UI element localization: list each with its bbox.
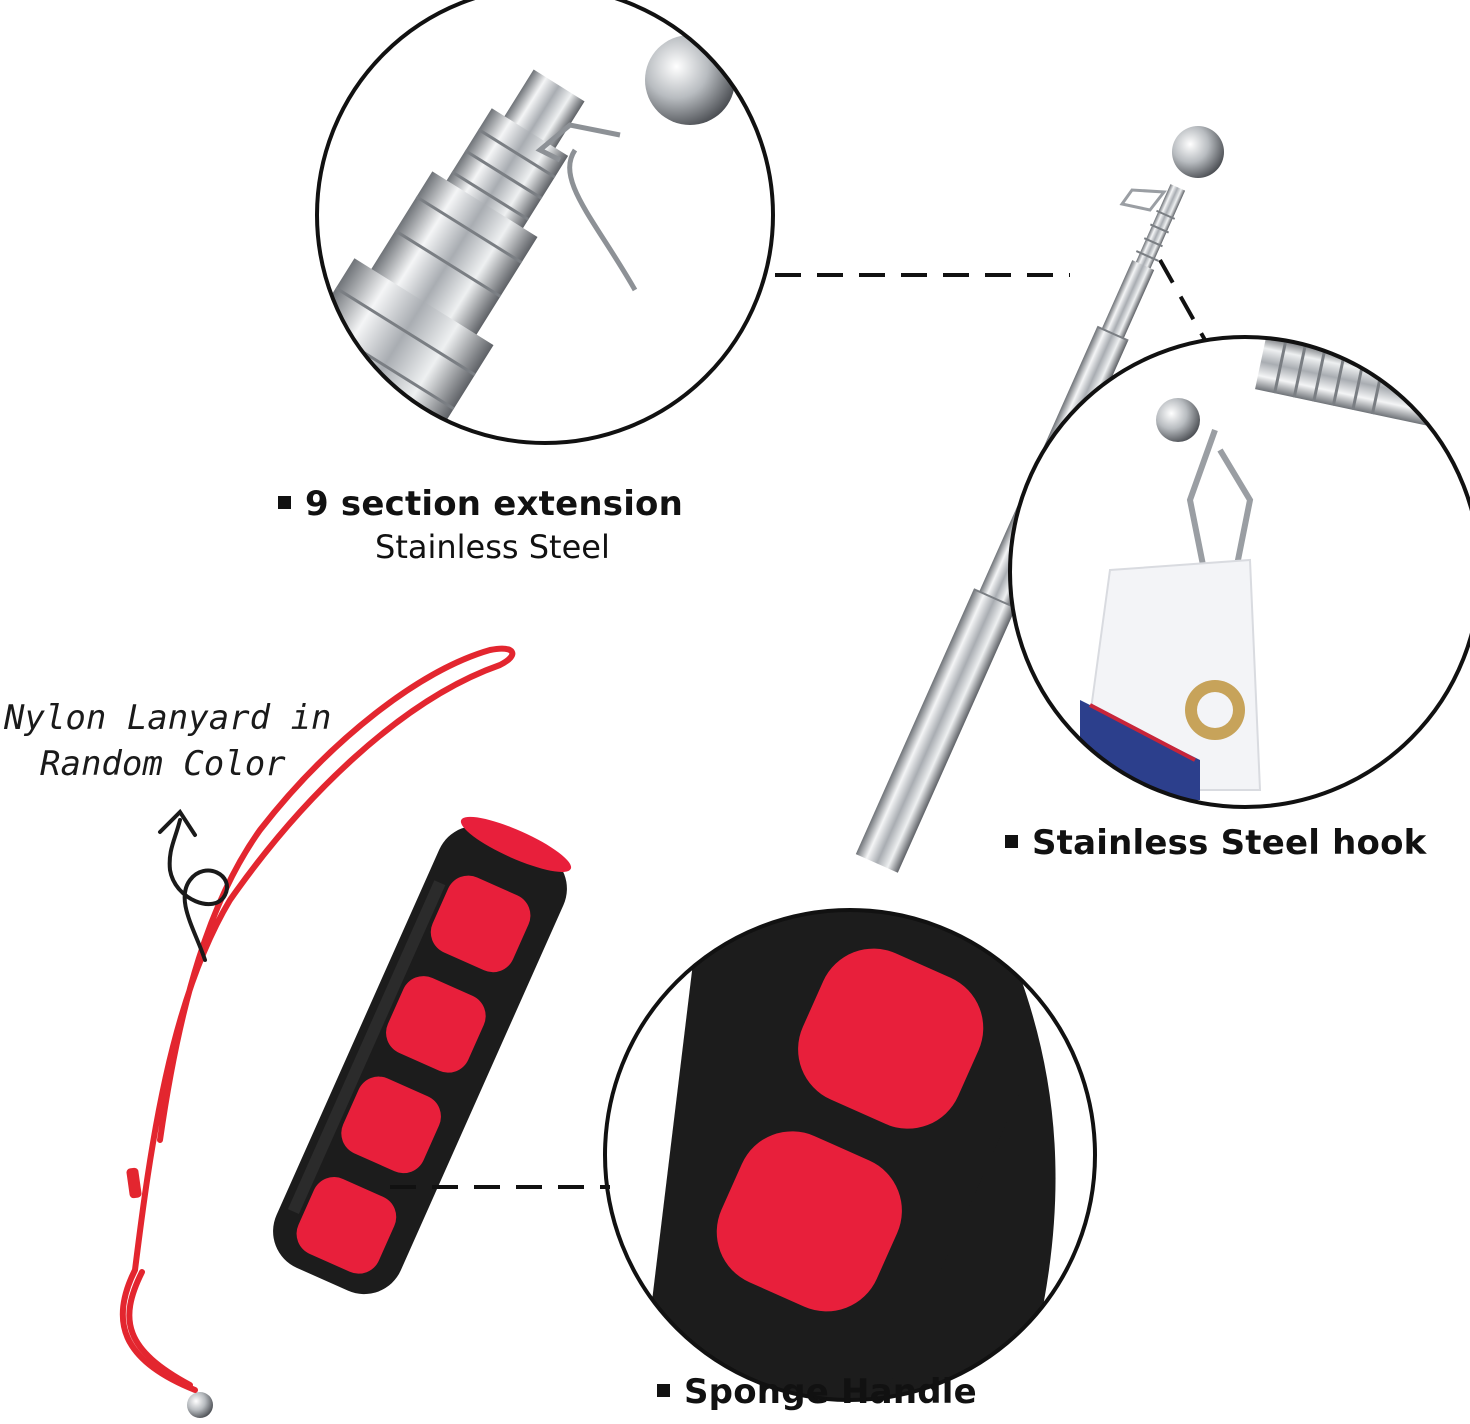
extension-title: 9 section extension [305, 484, 684, 524]
handle-callout: Sponge Handle [657, 1372, 977, 1412]
extension-subtitle: Stainless Steel [375, 528, 610, 566]
zoom-circle-hook [1008, 335, 1470, 809]
handle-title: Sponge Handle [684, 1372, 977, 1412]
hook-callout: Stainless Steel hook [1005, 823, 1426, 863]
hook-title: Stainless Steel hook [1032, 823, 1427, 863]
curly-arrow-icon [158, 808, 229, 962]
end-cap [187, 1392, 213, 1418]
bullet-icon [278, 496, 291, 509]
lanyard-label-line2: Random Color [40, 744, 286, 784]
zoom-circle-handle [603, 908, 1097, 1402]
callout-leaders [390, 259, 1207, 1189]
extension-callout: 9 section extension [278, 484, 683, 524]
sponge-handle [273, 816, 572, 1295]
bullet-icon [1005, 835, 1018, 848]
zoom-circle-extension [315, 0, 775, 445]
bullet-icon [657, 1384, 670, 1397]
nylon-lanyard [119, 645, 516, 1393]
lanyard-label-line1: Nylon Lanyard in [4, 698, 332, 738]
